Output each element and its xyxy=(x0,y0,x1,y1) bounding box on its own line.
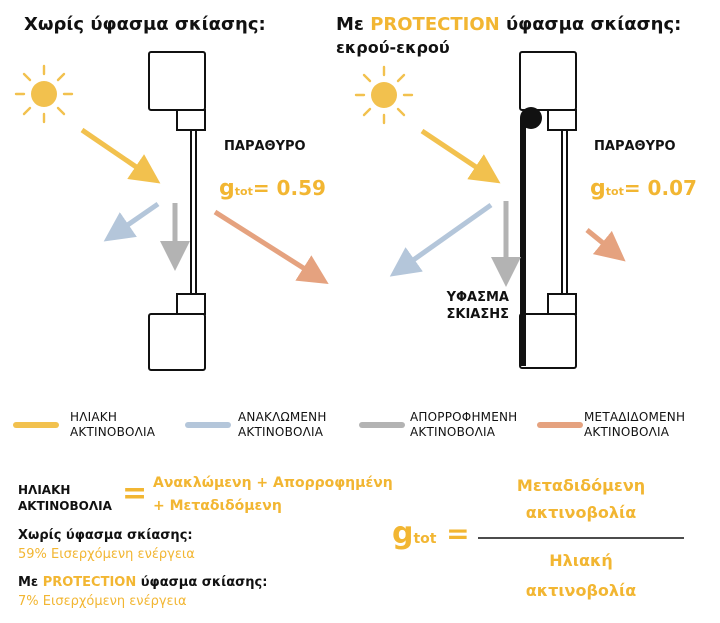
equation-equals: = xyxy=(122,476,148,511)
g-subscript: tot xyxy=(234,185,253,198)
left-solar-arrow xyxy=(80,127,161,184)
left-title: Χωρίς ύφασμα σκίασης: xyxy=(24,14,266,35)
legend-label-line2: ΑΚΤΙΝΟΒΟΛΙΑ xyxy=(584,425,670,439)
numerator-line2: ακτινοβολία xyxy=(525,503,637,522)
numerator-line1: Μεταδιδόμενη xyxy=(516,476,646,495)
g-equals-value: = 0.07 xyxy=(623,176,697,200)
right-transmitted-arrow xyxy=(585,228,626,262)
left-window xyxy=(148,51,206,371)
left-gtot-value: gtot= 0.59 xyxy=(219,176,326,201)
equation-lhs-line1: ΗΛΙΑΚΗ xyxy=(18,483,71,497)
equation-lhs: ΗΛΙΑΚΗ ΑΚΤΙΝΟΒΟΛΙΑ xyxy=(18,482,112,514)
legend-item-solar: ΗΛΙΑΚΗ ΑΚΤΙΝΟΒΟΛΙΑ xyxy=(70,410,155,440)
right-solar-arrow xyxy=(420,128,501,184)
legend-label-line2: ΑΚΤΙΝΟΒΟΛΙΑ xyxy=(238,425,324,439)
energy-with-title: Με PROTECTION ύφασμα σκίασης: xyxy=(18,575,267,590)
sun-icon xyxy=(14,64,74,124)
right-title-line2: εκρού-εκρού xyxy=(336,38,450,57)
g-subscript: tot xyxy=(605,185,624,198)
energy-with-prefix: Με xyxy=(18,575,43,590)
right-reflected-arrow xyxy=(389,202,493,277)
equation-rhs-line1: Ανακλώμενη + Απορροφημένη xyxy=(153,475,393,491)
legend-item-reflected: ΑΝΑΚΛΩΜΕΝΗ ΑΚΤΙΝΟΒΟΛΙΑ xyxy=(238,410,327,440)
equation-lhs-line2: ΑΚΤΙΝΟΒΟΛΙΑ xyxy=(18,499,112,513)
fabric-label: ΥΦΑΣΜΑ ΣΚΙΑΣΗΣ xyxy=(417,289,510,323)
denominator-line2: ακτινοβολία xyxy=(525,581,637,600)
energy-without-value: 59% Εισερχόμενη ενέργεια xyxy=(18,547,195,562)
gtot-denominator: Ηλιακή ακτινοβολία xyxy=(478,546,684,606)
g-symbol: g xyxy=(392,516,414,551)
energy-without-title: Χωρίς ύφασμα σκίασης: xyxy=(18,528,193,543)
shading-fabric xyxy=(520,107,542,366)
right-title-suffix: ύφασμα σκίασης: xyxy=(499,14,682,35)
legend-label-line2: ΑΚΤΙΝΟΒΟΛΙΑ xyxy=(70,425,156,439)
energy-with-brand: PROTECTION xyxy=(42,575,137,590)
g-equals-value: = 0.59 xyxy=(252,176,326,200)
right-gtot-value: gtot= 0.07 xyxy=(590,176,697,201)
energy-with-suffix: ύφασμα σκίασης: xyxy=(136,575,268,590)
fabric-label-line2: ΣΚΙΑΣΗΣ xyxy=(446,307,510,322)
equation-rhs: Ανακλώμενη + Απορροφημένη + Μεταδιδόμενη xyxy=(153,472,393,518)
equation-rhs-line2: + Μεταδιδόμενη xyxy=(153,498,282,514)
right-title-prefix: Με xyxy=(336,14,371,35)
legend-label-line1: ΑΝΑΚΛΩΜΕΝΗ xyxy=(238,410,327,424)
gtot-numerator: Μεταδιδόμενη ακτινοβολία xyxy=(478,472,684,526)
right-window xyxy=(519,51,577,369)
left-window-label: ΠΑΡΑΘΥΡΟ xyxy=(224,139,306,154)
g-subscript: tot xyxy=(413,531,437,547)
legend-label-line2: ΑΚΤΙΝΟΒΟΛΙΑ xyxy=(410,425,496,439)
legend-item-absorbed: ΑΠΟΡΡΟΦΗΜΕΝΗ ΑΚΤΙΝΟΒΟΛΙΑ xyxy=(410,410,517,440)
sun-icon xyxy=(354,65,414,125)
right-window-label: ΠΑΡΑΘΥΡΟ xyxy=(594,139,676,154)
right-title-brand: PROTECTION xyxy=(370,14,500,35)
right-title: Με PROTECTION ύφασμα σκίασης: xyxy=(336,14,681,35)
denominator-line1: Ηλιακή xyxy=(549,551,613,570)
energy-with-value: 7% Εισερχόμενη ενέργεια xyxy=(18,594,187,609)
gtot-formula-lhs: gtot = xyxy=(392,516,470,551)
g-equals: = xyxy=(446,517,470,550)
legend-item-transmitted: ΜΕΤΑΔΙΔΟΜΕΝΗ ΑΚΤΙΝΟΒΟΛΙΑ xyxy=(584,410,685,440)
g-symbol: g xyxy=(219,176,235,201)
legend-label-line1: ΗΛΙΑΚΗ xyxy=(70,410,118,424)
g-symbol: g xyxy=(590,176,606,201)
legend-label-line1: ΜΕΤΑΔΙΔΟΜΕΝΗ xyxy=(584,410,686,424)
legend-label-line1: ΑΠΟΡΡΟΦΗΜΕΝΗ xyxy=(410,410,518,424)
fabric-label-line1: ΥΦΑΣΜΑ xyxy=(446,290,509,305)
left-transmitted-arrow xyxy=(213,209,329,285)
left-reflected-arrow xyxy=(103,201,160,242)
